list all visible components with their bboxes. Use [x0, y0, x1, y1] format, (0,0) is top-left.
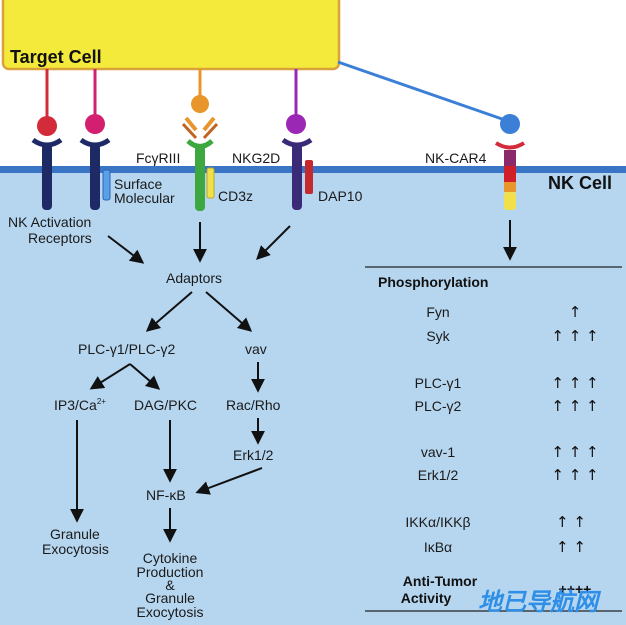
ip3-node: IP3/Ca2+ — [54, 397, 106, 413]
phospho-row-arrows: ↑ ↑ ↑ — [551, 443, 598, 461]
arrow-adaptors-to-vav — [205, 291, 253, 332]
ligand-magenta-head — [85, 114, 105, 134]
cytokine-label-5: Exocytosis — [137, 604, 204, 620]
phospho-row-name: Syk — [426, 328, 450, 344]
nk-cell-label: NK Cell — [548, 173, 612, 193]
arrow-receptors-to-adaptors — [107, 235, 145, 264]
phospho-row-arrows: ↑ ↑ ↑ — [551, 397, 598, 415]
phospho-row-arrows: ↑ ↑ — [556, 538, 586, 556]
phospho-row-arrows: ↑ — [569, 303, 582, 321]
receptor-2-stem — [90, 144, 100, 210]
car-cup — [494, 141, 526, 150]
car-hinge — [504, 150, 516, 166]
erk-node: Erk1/2 — [233, 447, 274, 463]
phospho-row-name: Erk1/2 — [418, 467, 459, 483]
anti-tumor-value: ++++ — [559, 581, 592, 597]
cd3z-label: CD3z — [218, 188, 253, 204]
anti-tumor-label-2: Activity — [401, 590, 452, 606]
nkg2d-label: NKG2D — [232, 150, 280, 166]
vav-node: vav — [245, 341, 267, 357]
cytokine-label-4: Granule — [145, 590, 195, 606]
cytokine-label-2: Production — [137, 564, 204, 580]
watermark: 地已导航网 — [478, 588, 602, 616]
cd3z-side-bar — [206, 167, 215, 199]
dag-pkc-node: DAG/PKC — [134, 397, 197, 413]
ip3-label: IP3/Ca — [54, 397, 97, 413]
car-tm — [504, 166, 516, 182]
antibody-arms-dark — [181, 122, 219, 140]
granule-label-2: Exocytosis — [42, 541, 109, 557]
phospho-row-name: PLC-γ1 — [415, 375, 462, 391]
pathway-arrows — [70, 220, 517, 543]
nk-activation-label-2: Receptors — [28, 230, 92, 246]
receptor-1-stem — [42, 144, 52, 210]
surface-label-2: Molecular — [114, 190, 175, 206]
fcgriii-label: FcγRIII — [136, 150, 180, 166]
phospho-row-name: PLC-γ2 — [415, 398, 462, 414]
nkg2d-stem — [292, 144, 302, 210]
target-cell-box — [1, 0, 341, 71]
surface-label-1: Surface — [114, 176, 162, 192]
phospho-title: Phosphorylation — [378, 274, 488, 290]
nk-activation-label-1: NK Activation — [8, 214, 91, 230]
car-costim — [504, 182, 516, 192]
nfkb-node: NF-κB — [146, 487, 186, 503]
adaptors-node: Adaptors — [166, 270, 222, 286]
arrow-dap10-to-adaptors — [256, 225, 291, 260]
ip3-superscript: 2+ — [97, 397, 106, 406]
cytokine-label-1: Cytokine — [143, 550, 198, 566]
arrow-plc-to-ip3 — [89, 363, 131, 390]
granule-label-1: Granule — [50, 526, 100, 542]
arrow-plc-to-dag — [129, 363, 161, 390]
arrow-erk-to-nfkb — [195, 467, 263, 495]
ligand-purple-head — [286, 114, 306, 134]
ligand-red-head — [37, 116, 57, 136]
phospho-row-arrows: ↑ ↑ — [556, 513, 586, 531]
dap10-label: DAP10 — [318, 188, 363, 204]
phospho-row-arrows: ↑ ↑ ↑ — [551, 466, 598, 484]
car-binding-line — [337, 60, 506, 122]
phospho-rows: Fyn ↑ Syk ↑ ↑ ↑ PLC-γ1 ↑ ↑ ↑ PLC-γ2 ↑ ↑ … — [405, 303, 598, 556]
ligand-blue-head — [500, 114, 520, 134]
target-cell-label: Target Cell — [10, 47, 102, 67]
dap10-bar — [305, 160, 313, 194]
ligand-orange-head — [191, 95, 209, 113]
arrow-adaptors-to-plc — [145, 291, 193, 332]
antibody-arms-orange — [184, 116, 216, 132]
nk-cell-cytoplasm — [0, 170, 626, 625]
cytokine-label-3: & — [165, 577, 175, 593]
anti-tumor-label-1: Anti-Tumor — [403, 573, 478, 589]
phospho-row-name: Fyn — [426, 304, 449, 320]
cd3z-stem — [195, 145, 205, 211]
phospho-row-name: vav-1 — [421, 444, 455, 460]
phospho-row-name: IKKα/IKKβ — [405, 514, 470, 530]
nk-car4-label: NK-CAR4 — [425, 150, 487, 166]
phospho-row-arrows: ↑ ↑ ↑ — [551, 327, 598, 345]
phospho-row-arrows: ↑ ↑ ↑ — [551, 374, 598, 392]
plc-node: PLC-γ1/PLC-γ2 — [78, 341, 175, 357]
surface-molecule-bar — [102, 169, 111, 201]
phospho-row-name: IκBα — [424, 539, 452, 555]
rac-rho-node: Rac/Rho — [226, 397, 281, 413]
car-cd3z — [504, 192, 516, 210]
